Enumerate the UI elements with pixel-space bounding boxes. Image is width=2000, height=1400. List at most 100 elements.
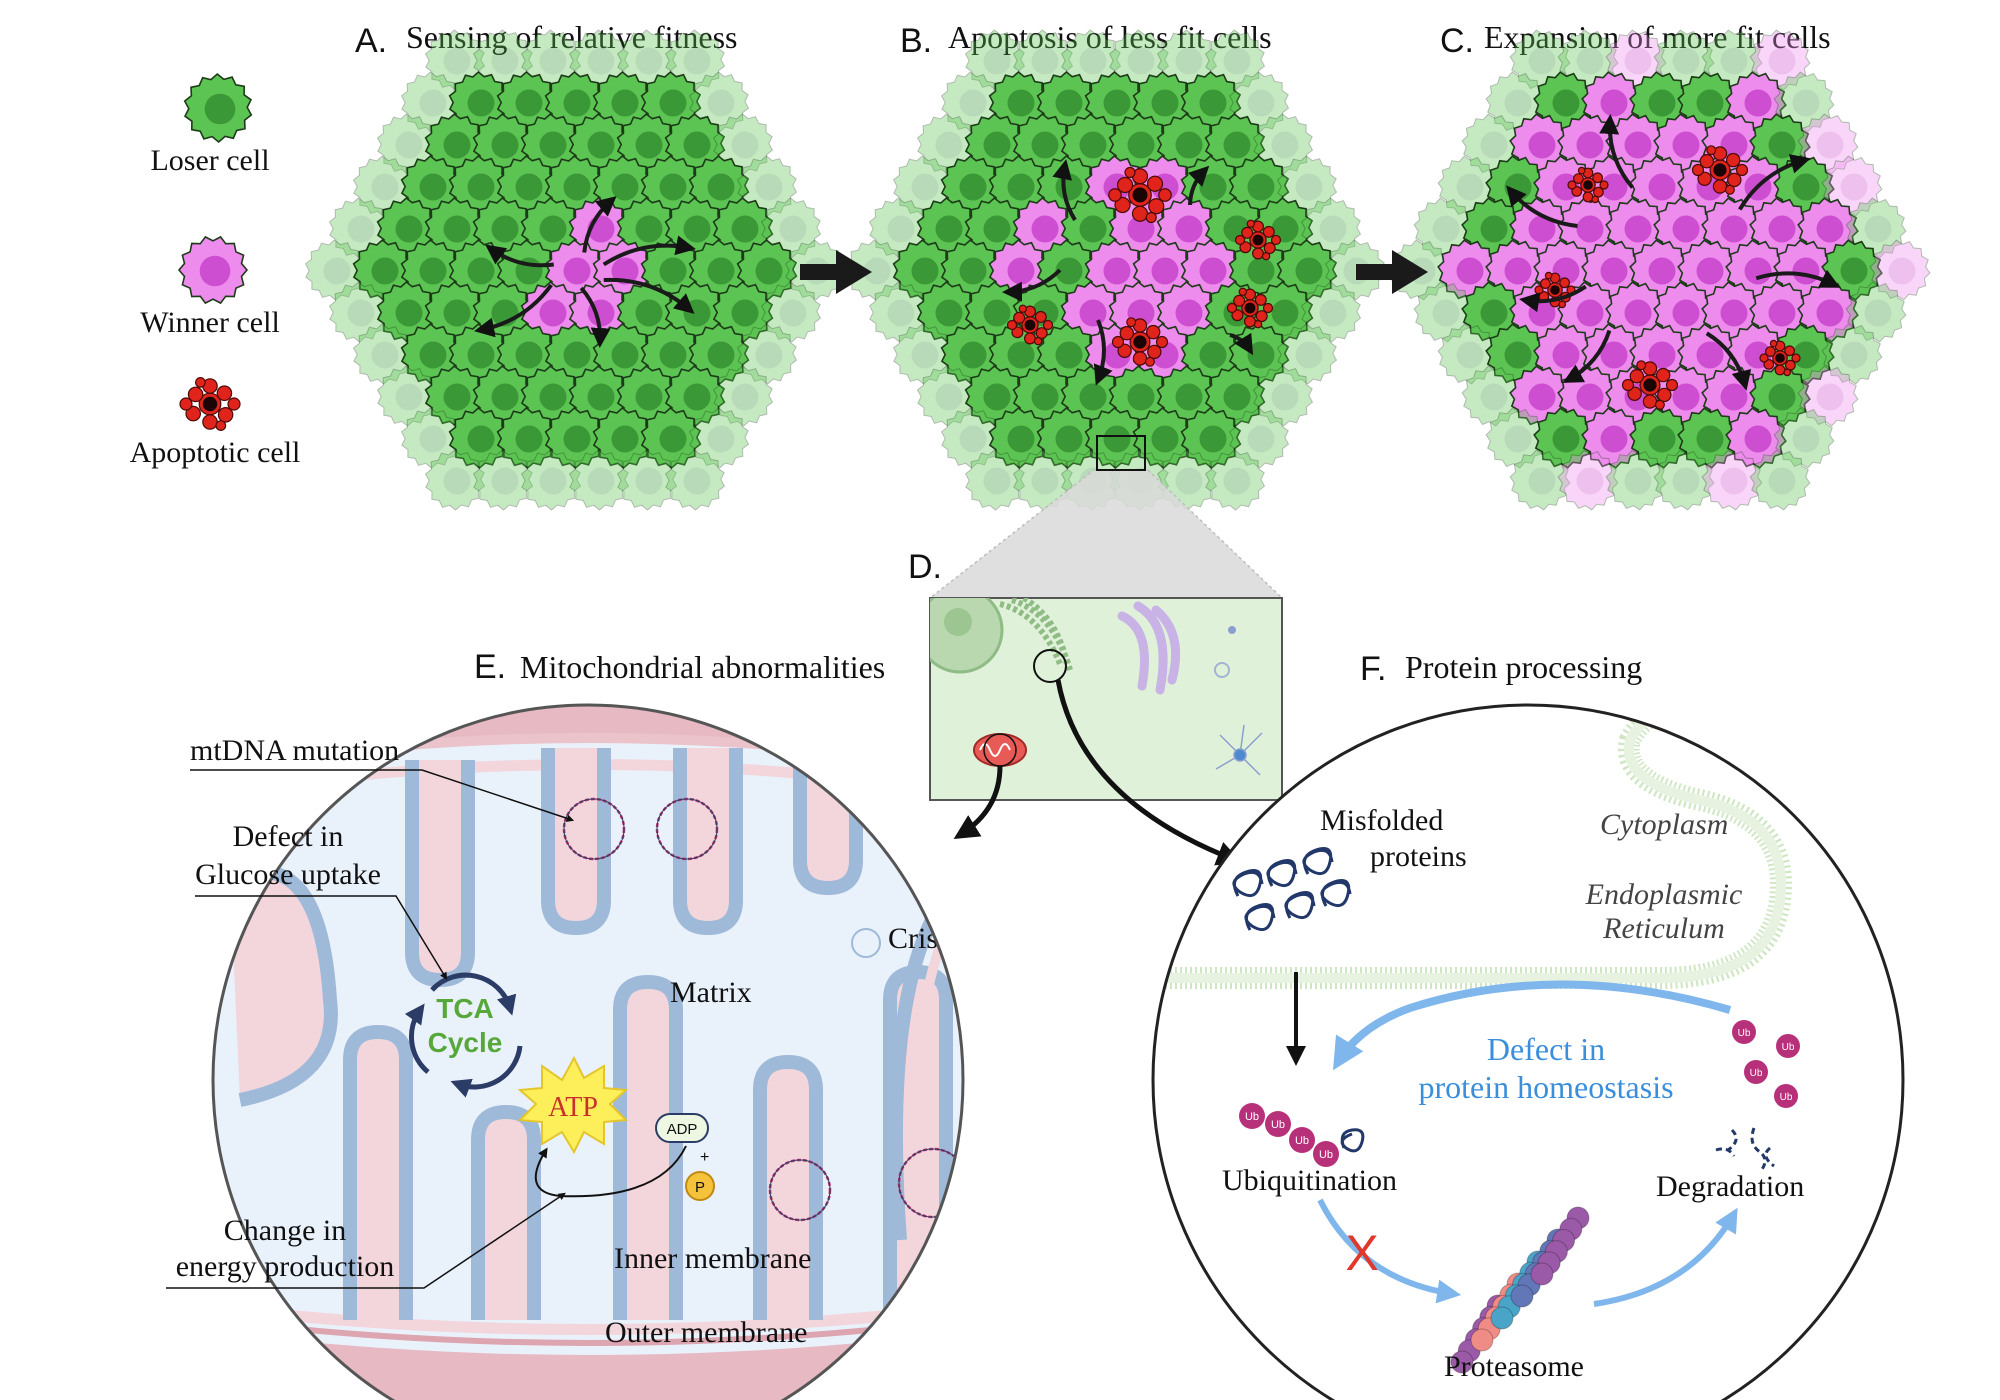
loser-cell <box>664 449 726 511</box>
loser-cell <box>352 238 414 302</box>
loser-cell <box>1036 406 1098 470</box>
mitochondrion-diagram: TCA Cycle ATP ADP + P Matrix Cristae Inn… <box>211 703 965 1400</box>
atp-label: ATP <box>548 1092 598 1123</box>
inset-mitochondrion-icon <box>973 733 1027 767</box>
loser-cell <box>1437 323 1499 385</box>
loser-cell <box>448 406 510 470</box>
loser-cell <box>1413 197 1475 259</box>
apoptotic-cell <box>1567 166 1609 204</box>
loser-cell <box>1300 281 1362 343</box>
loser-cell <box>964 29 1026 91</box>
golgi-icon <box>1117 601 1181 695</box>
loser-cell <box>1180 406 1242 470</box>
loser-cell <box>376 280 438 344</box>
ubiquitination-label: Ubiquitination <box>1222 1164 1397 1197</box>
panel-f-letter: F. <box>1360 650 1386 688</box>
expansion-arrow <box>1562 329 1612 383</box>
centrosome-icon <box>1215 724 1263 776</box>
loser-cell <box>760 281 822 343</box>
loser-cell <box>1437 155 1499 217</box>
ub-label-1: Ub <box>1245 1111 1259 1123</box>
winner-cell <box>1725 407 1787 469</box>
organelle-inset-art <box>930 598 1263 776</box>
loser-cell <box>568 449 630 511</box>
legend-apoptotic-label: Apoptotic cell <box>130 436 301 469</box>
apoptosis-arrow <box>1002 268 1062 302</box>
apoptotic-cell <box>1108 166 1172 224</box>
sensing-arrow <box>485 244 555 268</box>
expansion-arrow <box>1519 284 1587 313</box>
loser-cell <box>1324 239 1386 301</box>
zoom-source-box <box>1096 435 1146 471</box>
apoptosis-arrow <box>1052 159 1077 222</box>
cell-cluster-a <box>304 29 846 511</box>
loser-cell <box>304 239 366 301</box>
loser-cell <box>1485 407 1547 469</box>
winner-cell <box>1557 449 1619 511</box>
er-label-1: Endoplasmic <box>1585 878 1743 911</box>
loser-cell <box>1252 365 1314 427</box>
ub-label-2: Ub <box>1271 1119 1285 1131</box>
outer-membrane-bottom <box>213 1330 963 1400</box>
loser-cell <box>712 365 774 427</box>
cell-inset <box>929 597 1283 801</box>
sensing-arrow <box>579 286 611 348</box>
adp-label: ADP <box>667 1121 698 1138</box>
legend-winner-cell-icon <box>177 235 249 305</box>
legend-loser-cell-icon <box>183 72 253 144</box>
cristae-callout-icon <box>851 928 881 958</box>
glucose-label-1: Defect in <box>233 820 344 853</box>
winner-cell <box>1701 449 1763 511</box>
loser-cell <box>520 449 582 511</box>
panel-d-letter: D. <box>908 548 942 586</box>
glucose-label-2: Glucose uptake <box>195 858 381 891</box>
panel-e-title: Mitochondrial abnormalities <box>520 649 885 685</box>
ub-label-8: Ub <box>1780 1092 1793 1103</box>
loser-cell <box>868 197 930 259</box>
apoptotic-cell <box>1759 339 1801 377</box>
expansion-arrow <box>1599 114 1635 189</box>
arrow-b-to-c-icon <box>1356 250 1428 294</box>
legend-loser-label: Loser cell <box>150 144 269 177</box>
loser-cell <box>664 364 726 428</box>
loser-cell <box>400 407 462 469</box>
apoptotic-cell <box>1534 271 1576 309</box>
apoptotic-cell <box>1006 304 1054 346</box>
ub-to-proteasome-arrow <box>1317 1198 1462 1304</box>
loser-cell <box>472 449 534 511</box>
loser-cell <box>352 323 414 385</box>
defect-feedback-arrow <box>1332 980 1732 1071</box>
loser-cell <box>424 364 486 428</box>
matrix-label: Matrix <box>670 976 752 1009</box>
expansion-arrow <box>1738 154 1811 211</box>
apoptosis-arrow <box>1229 332 1254 356</box>
apoptotic-cell <box>1234 219 1282 261</box>
panel-c-letter: C. <box>1440 22 1474 60</box>
free-ubiquitin-icon <box>1732 1020 1800 1108</box>
cell-cluster-c <box>1389 29 1931 511</box>
apoptotic-cell <box>1621 360 1679 410</box>
loser-cell <box>916 365 978 427</box>
loser-cell <box>376 113 438 175</box>
panel-b-title: Apoptosis of less fit cells <box>948 19 1272 55</box>
misfolded-label-2: proteins <box>1370 840 1467 873</box>
loser-cell <box>1084 406 1146 470</box>
winner-cell-icon <box>177 235 249 305</box>
apoptotic-cell <box>1226 287 1274 329</box>
expansion-arrow <box>1506 185 1578 228</box>
loser-cell <box>496 406 558 470</box>
loser-cell <box>352 155 414 217</box>
mito-callouts: mtDNA mutation Defect in Glucose uptake … <box>166 734 575 1289</box>
cytoplasm-label: Cytoplasm <box>1600 808 1728 841</box>
proteasome-to-degradation-arrow <box>1593 1207 1738 1307</box>
misfolded-proteins-icon <box>1232 847 1352 932</box>
sensing-arrow <box>602 235 696 267</box>
atp-synthesis-arrow <box>534 1145 687 1198</box>
panel-b-letter: B. <box>900 22 932 60</box>
phosphate-label: P <box>695 1179 705 1196</box>
loser-cell <box>916 196 978 260</box>
ubiquitin-chain-icon <box>1239 1103 1365 1167</box>
loser-cell <box>1821 323 1883 385</box>
expansion-arrow <box>1755 269 1841 288</box>
loser-cell <box>1204 449 1266 511</box>
